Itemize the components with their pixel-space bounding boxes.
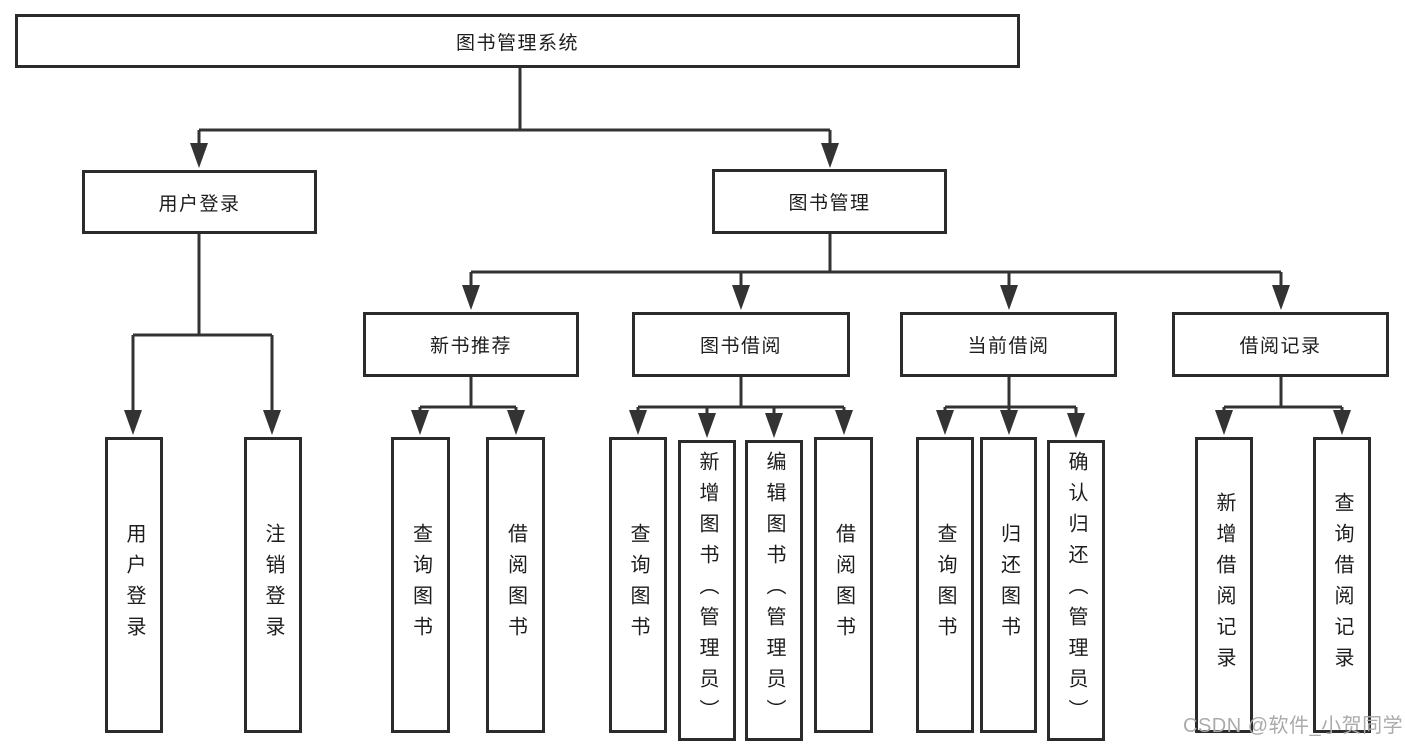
node-query-books-borrow: 查询图书 — [609, 437, 667, 733]
node-add-borrow-record: 新增借阅记录 — [1195, 437, 1253, 733]
node-query-borrow-record: 查询借阅记录 — [1313, 437, 1371, 733]
node-label: 注销登录 — [262, 523, 284, 647]
node-label: 当前借阅 — [967, 336, 1050, 357]
wire-user-login-children — [131, 234, 274, 431]
node-label: 编辑图书（管理员） — [763, 451, 785, 730]
node-user-login: 用户登录 — [82, 170, 317, 234]
node-label: 确认归还（管理员） — [1065, 451, 1087, 730]
node-book-borrow: 图书借阅 — [632, 312, 850, 377]
node-label: 用户登录 — [158, 193, 241, 215]
node-library-management-system: 图书管理系统 — [15, 14, 1020, 68]
node-new-book-recommend: 新书推荐 — [363, 312, 579, 377]
arrowheads — [124, 143, 1351, 438]
node-current-borrow: 当前借阅 — [900, 312, 1117, 377]
node-edit-books-admin: 编辑图书（管理员） — [745, 440, 803, 741]
node-book-management: 图书管理 — [712, 169, 947, 234]
node-label: 查询图书 — [627, 523, 649, 647]
node-label: 查询图书 — [934, 523, 956, 647]
node-query-books-current: 查询图书 — [916, 437, 974, 733]
node-borrow-records: 借阅记录 — [1172, 312, 1389, 377]
wire-book-borrow-children — [636, 377, 846, 434]
node-confirm-return-admin: 确认归还（管理员） — [1047, 440, 1105, 741]
node-borrow-books-recommend: 借阅图书 — [486, 437, 545, 733]
node-label: 新书推荐 — [429, 336, 512, 357]
node-label: 图书管理 — [788, 193, 871, 214]
node-query-books-recommend: 查询图书 — [391, 437, 450, 733]
node-label: 归还图书 — [997, 523, 1020, 647]
csdn-watermark: CSDN @软件_小贺同学 — [1183, 715, 1404, 737]
node-add-books-admin: 新增图书（管理员） — [678, 440, 736, 741]
node-label: 用户登录 — [123, 523, 145, 647]
node-label: 借阅图书 — [832, 523, 855, 647]
node-user-login-leaf: 用户登录 — [105, 437, 163, 733]
node-label: 新增借阅记录 — [1213, 492, 1235, 678]
node-return-books: 归还图书 — [980, 437, 1037, 733]
node-borrow-books-leaf: 借阅图书 — [814, 437, 873, 733]
node-label: 查询图书 — [409, 523, 432, 647]
wire-borrow-record-children — [1222, 377, 1344, 431]
wire-book-mgmt-children — [469, 234, 1283, 306]
node-label: 图书管理系统 — [455, 32, 579, 54]
node-label: 图书借阅 — [699, 336, 782, 357]
node-label: 新增图书（管理员） — [696, 451, 718, 730]
node-label: 借阅图书 — [504, 523, 527, 647]
node-label: 借阅记录 — [1239, 336, 1322, 357]
node-logout-leaf: 注销登录 — [244, 437, 302, 733]
wire-new-book-children — [418, 377, 518, 431]
node-label: 查询借阅记录 — [1331, 492, 1353, 678]
wire-root-to-level2 — [197, 68, 832, 164]
